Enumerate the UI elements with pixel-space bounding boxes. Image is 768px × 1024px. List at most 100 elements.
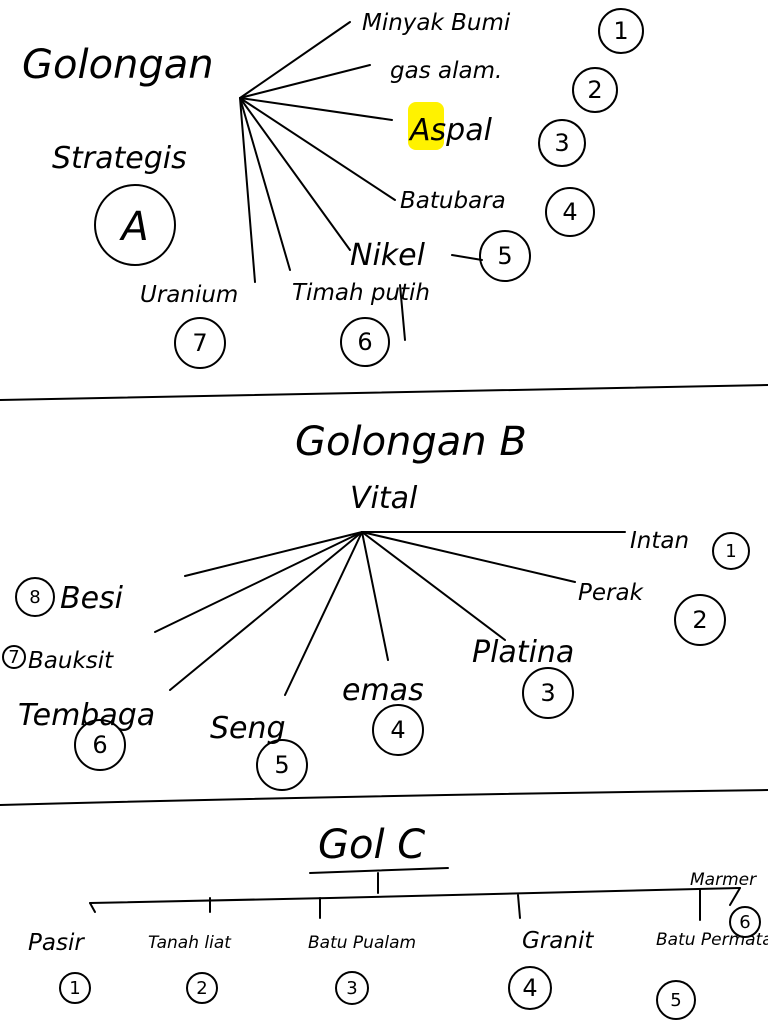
item-label: Tembaga: [18, 698, 155, 733]
number-circle: [572, 67, 618, 113]
branch-line: [239, 97, 393, 121]
number-circle: [545, 187, 595, 237]
item-label: Tanah liat: [148, 933, 232, 953]
number-circle: [674, 594, 726, 646]
item-label: Batu Pualam: [308, 933, 416, 953]
number-circle: [59, 972, 91, 1004]
item-number: 2: [196, 978, 207, 999]
item-label: emas: [342, 673, 424, 708]
item-number: 4: [562, 198, 577, 226]
item-label: Pasir: [28, 930, 85, 956]
number-circle: [74, 719, 126, 771]
section-b-subtitle: Vital: [350, 481, 418, 516]
item-label: Nikel: [350, 238, 426, 273]
item-number: 1: [613, 17, 628, 45]
number-circle: [508, 966, 552, 1010]
item-number: 2: [587, 76, 602, 104]
section-b-branches: [154, 531, 626, 696]
number-circle: [598, 8, 644, 54]
item-number: 5: [670, 990, 681, 1011]
item-number: 4: [390, 716, 405, 744]
item-number: 1: [69, 978, 80, 999]
item-number: 7: [192, 329, 207, 357]
section-divider: [0, 384, 768, 401]
section-a-letter-circle: [94, 184, 176, 266]
number-circle: [15, 577, 55, 617]
highlight-mark: [408, 102, 444, 150]
section-a-letter: A: [118, 204, 148, 250]
tree-drop: [729, 887, 741, 906]
item-number: 5: [274, 751, 289, 779]
branch-line: [239, 64, 371, 99]
item-label: Seng: [210, 711, 286, 746]
number-circle: [2, 645, 26, 669]
item-label: Perak: [578, 580, 645, 606]
item-number: 8: [29, 587, 40, 608]
branch-line: [361, 531, 576, 583]
item-number: 6: [357, 328, 372, 356]
item-label: Granit: [522, 928, 594, 954]
tree-drop: [517, 894, 521, 919]
number-circle: [174, 317, 226, 369]
tree-drop: [89, 902, 96, 913]
section-a: Golongan Strategis A Minyak Bumi 1 gas a…: [22, 8, 644, 369]
item-label: Aspal: [408, 113, 493, 148]
item-label: Bauksit: [28, 648, 114, 674]
branch-line: [169, 531, 363, 691]
branch-line: [239, 97, 351, 251]
item-label: Batubara: [400, 188, 506, 214]
number-circle: [729, 906, 761, 938]
number-circle: [656, 980, 696, 1020]
branch-line: [361, 531, 389, 661]
item-number: 3: [540, 679, 555, 707]
branch-line: [154, 531, 363, 633]
item-number: 2: [692, 606, 707, 634]
branch-line: [451, 254, 483, 261]
branch-line: [239, 21, 351, 99]
section-a-subtitle: Strategis: [52, 141, 187, 176]
item-label: Platina: [472, 635, 574, 670]
item-number: 3: [346, 978, 357, 999]
number-circle: [712, 532, 750, 570]
branch-line: [184, 531, 363, 577]
item-number: 6: [739, 912, 750, 933]
section-c-tree: [89, 872, 741, 921]
item-number: 5: [497, 242, 512, 270]
item-number: 1: [725, 541, 736, 562]
section-a-branches: [239, 21, 483, 341]
tree-bar: [89, 887, 741, 904]
item-label: Timah putih: [292, 280, 430, 306]
number-circle: [186, 972, 218, 1004]
item-label: gas alam.: [390, 58, 502, 84]
number-circle: [522, 667, 574, 719]
section-c-title: Gol C: [318, 822, 425, 868]
item-label: Intan: [630, 528, 689, 554]
item-number: 6: [92, 731, 107, 759]
branch-line: [284, 531, 363, 696]
section-b: Golongan B Vital Intan 1 Perak 2 Platina…: [2, 419, 750, 791]
item-label: Uranium: [140, 282, 238, 308]
section-a-title: Golongan: [22, 42, 214, 88]
number-circle: [256, 739, 308, 791]
item-label: Minyak Bumi: [362, 10, 511, 36]
number-circle: [335, 971, 369, 1005]
branch-line: [239, 97, 291, 271]
section-b-title: Golongan B: [295, 419, 527, 465]
number-circle: [340, 317, 390, 367]
title-underline: [309, 867, 449, 874]
number-circle: [479, 230, 531, 282]
branch-line: [399, 284, 406, 341]
item-label: Marmer: [690, 870, 757, 890]
branch-line: [239, 97, 396, 201]
number-circle: [372, 704, 424, 756]
branch-line: [239, 97, 256, 283]
section-c: Gol C Pasir 1 Tanah liat 2 Batu Pualam 3…: [28, 822, 768, 1020]
item-number: 4: [522, 974, 537, 1002]
section-divider: [0, 789, 768, 806]
item-number: 7: [8, 647, 19, 668]
branch-line: [361, 531, 506, 641]
item-label: Batu Permata: [656, 930, 768, 950]
number-circle: [538, 119, 586, 167]
item-number: 3: [554, 129, 569, 157]
